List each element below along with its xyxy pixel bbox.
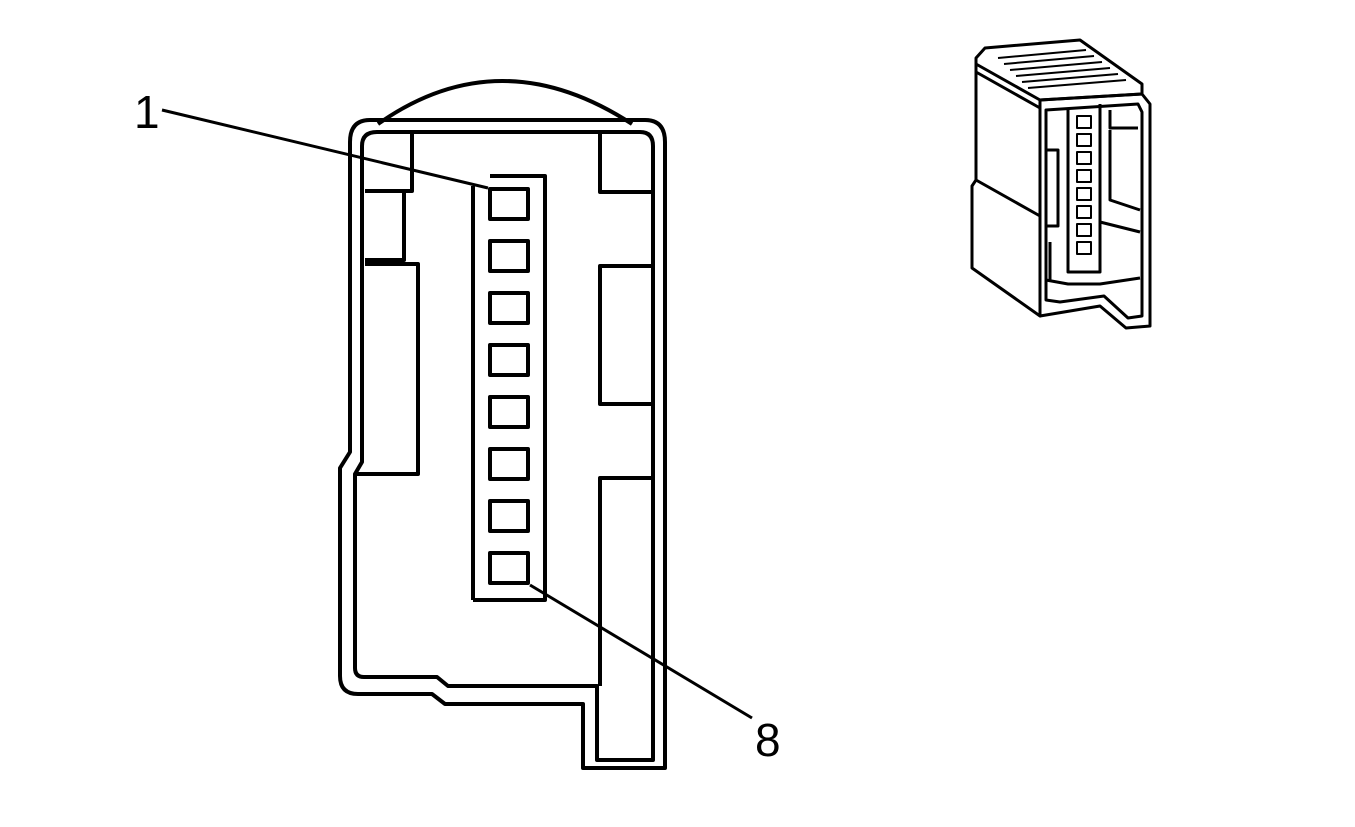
latch-pocket-top-left [365,134,414,262]
housing-dome [376,79,634,126]
pin-cavity-8 [488,551,530,585]
iso-pin-6 [1076,205,1092,219]
iso-pin-2 [1076,133,1092,147]
pin-cavity-2 [488,239,530,273]
connector-face-view [338,79,667,770]
iso-front-face [1039,92,1152,330]
iso-front-inner [1044,102,1144,320]
iso-pin-8 [1076,241,1092,255]
left-rib [357,262,420,476]
iso-left-body-seam [975,70,1041,218]
housing-outer-outline [338,118,667,770]
iso-top-ribs [997,49,1127,89]
iso-pin-1 [1076,115,1092,129]
housing-inner-outline [353,130,655,762]
iso-pin-4 [1076,169,1092,183]
right-pocket-middle [598,264,651,406]
right-pocket-lower [598,476,651,686]
right-pocket-top [598,134,651,194]
pin-cavity-7 [488,499,530,533]
iso-left-body [970,58,1042,318]
iso-pin-cavities [1076,115,1092,255]
terminal-cavity-frame [471,174,547,602]
pin-cavity-3 [488,291,530,325]
callout-label-pin-1: 1 [134,86,160,138]
iso-pin-5 [1076,187,1092,201]
pin-cavity-4 [488,343,530,377]
pin-cavity-1 [488,187,530,221]
iso-inner-details [1045,110,1141,286]
connector-isometric-view [970,38,1152,330]
pin-cavity-6 [488,447,530,481]
iso-pin-3 [1076,151,1092,165]
iso-pin-7 [1076,223,1092,237]
iso-cavity-column [1066,104,1102,274]
callouts: 1 8 [134,86,781,766]
iso-top-face [974,38,1144,102]
callout-leader-pin-8 [529,583,753,720]
pin-cavity-5 [488,395,530,429]
callout-leader-pin-1 [161,108,489,190]
pin-cavities [488,187,530,585]
callout-label-pin-8: 8 [755,714,781,766]
